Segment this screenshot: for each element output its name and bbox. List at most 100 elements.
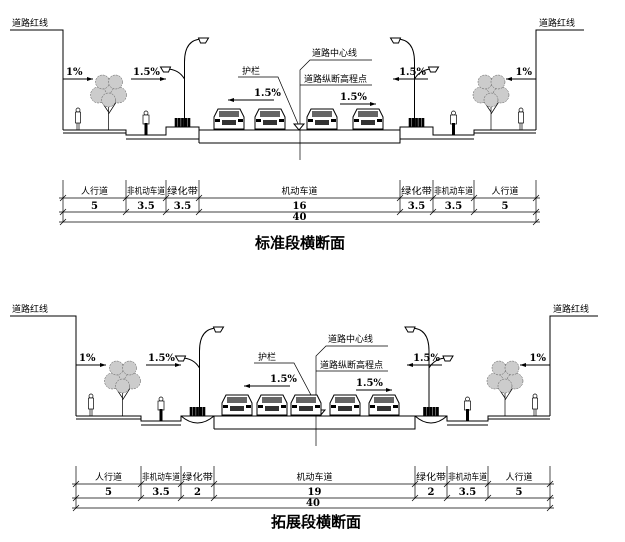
component-width: 3.5 (174, 201, 191, 212)
red-line-label-left: 道路红线 (12, 303, 48, 315)
component-label: 人行道 (81, 185, 108, 197)
car-windshield (358, 111, 378, 117)
slope-label-bike-lane-left: 1.5% (148, 353, 175, 364)
red-line-left (10, 315, 77, 416)
pedestrian-head (532, 393, 538, 399)
shrub (426, 407, 430, 416)
tree-icon (472, 74, 510, 130)
car-windshield (312, 111, 332, 117)
red-line-label-right: 道路红线 (539, 17, 575, 29)
red-line-right (549, 315, 598, 416)
component-label: 非机动车道 (127, 185, 165, 197)
section-title: 拓展段横断面 (271, 513, 361, 531)
slope-label-road-left: 1.5% (270, 374, 297, 385)
car-grille (265, 406, 279, 411)
car-headlight (354, 119, 359, 122)
car-grille (299, 406, 313, 411)
slope-arrow-head (370, 102, 376, 106)
component-label: 机动车道 (281, 185, 317, 197)
car-windshield (262, 397, 282, 403)
road-structure (63, 130, 536, 144)
slope-label-bike-lane-right: 1.5% (413, 353, 440, 364)
guardrail-label: 护栏 (242, 65, 260, 77)
cyclist-head (451, 110, 456, 116)
red-line-label-left: 道路红线 (12, 17, 48, 29)
cyclist-body (464, 400, 471, 411)
shrub-icon (423, 407, 439, 416)
pedestrian-head (88, 393, 94, 399)
shrub (415, 118, 418, 127)
pedestrian-body (532, 397, 538, 410)
pedestrian-head (518, 107, 524, 113)
slope-arrow-head (228, 98, 234, 102)
tree-foliage (101, 92, 116, 108)
car-icon (306, 108, 338, 130)
shrub (436, 407, 439, 416)
road-structure (76, 416, 550, 430)
car-grille (222, 120, 236, 125)
car-headlight (331, 119, 336, 122)
red-line-label-right: 道路红线 (553, 303, 589, 315)
car-headlight (331, 405, 336, 408)
slope-arrow-head (160, 77, 166, 81)
elevation-point-label: 道路纵断高程点 (320, 359, 383, 371)
car-grille (230, 406, 244, 411)
shrub (411, 118, 415, 127)
pedestrian-legs (89, 409, 93, 416)
car-grille (315, 120, 329, 125)
shrub (199, 407, 203, 416)
cyclist-head (143, 110, 149, 116)
shrub (418, 118, 422, 127)
slope-arrow-head (100, 363, 106, 367)
guardrail-leader (238, 76, 300, 127)
slope-label-bike-lane-right: 1.5% (399, 67, 426, 78)
car-grille (377, 406, 391, 411)
tree-icon (104, 360, 141, 416)
tree-foliage (108, 74, 123, 90)
pedestrian-icon (88, 393, 94, 416)
slope-label-sidewalk-left: 1% (66, 67, 83, 78)
car-headlight (223, 405, 228, 408)
pedestrian-icon (518, 107, 524, 130)
tree-foliage (122, 360, 137, 376)
tree-foliage (497, 378, 513, 394)
tree-foliage (95, 74, 110, 90)
car-icon (254, 108, 286, 130)
car-headlight (308, 119, 313, 122)
car-headlight (256, 119, 261, 122)
centerline-label: 道路中心线 (312, 47, 357, 59)
slope-arrow-head (506, 77, 512, 81)
car-windshield (335, 397, 355, 403)
shrub (177, 118, 181, 127)
tree-foliage (504, 360, 520, 376)
slope-label-road-right: 1.5% (356, 378, 383, 389)
car-headlight (258, 405, 263, 408)
tree-icon (486, 360, 524, 416)
component-label: 人行道 (505, 471, 532, 483)
slope-arrow-head (244, 384, 250, 388)
component-width: 5 (502, 201, 509, 212)
shrub (202, 407, 206, 416)
component-label: 非机动车道 (142, 471, 180, 483)
car-windshield (374, 397, 394, 403)
bicycle (159, 409, 163, 421)
slope-arrow-head (393, 77, 399, 81)
street-lamp-icon (159, 37, 210, 127)
road-surface (76, 415, 550, 422)
red-line-right (535, 29, 584, 130)
lamp-head (197, 37, 210, 44)
slope-arrow-head (175, 363, 181, 367)
component-width: 5 (105, 487, 112, 498)
pedestrian-legs (76, 123, 80, 130)
component-width: 3.5 (408, 201, 425, 212)
car-headlight (377, 119, 382, 122)
component-width: 16 (293, 201, 307, 212)
tree-foliage (491, 360, 507, 376)
lamp-head (159, 66, 172, 73)
lamp-pole (410, 327, 430, 416)
car-headlight (215, 119, 220, 122)
cyclist-icon (464, 396, 471, 421)
slope-arrow-head (386, 388, 392, 392)
component-width: 2 (194, 487, 201, 498)
